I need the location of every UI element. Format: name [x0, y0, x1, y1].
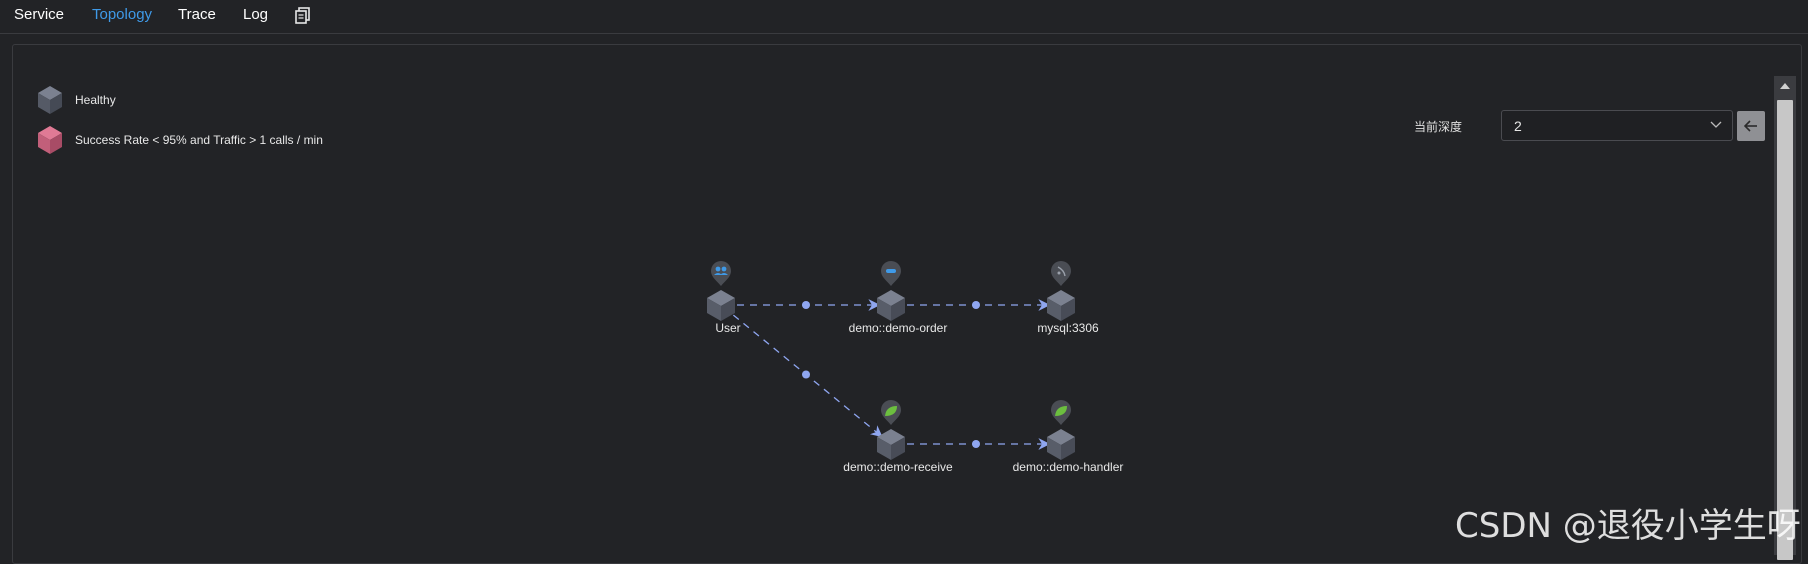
- node-handler[interactable]: [1047, 400, 1075, 460]
- legend-label-healthy: Healthy: [75, 93, 116, 107]
- depth-value: 2: [1514, 118, 1522, 134]
- spring-leaf-icon: [881, 400, 901, 425]
- node-label-mysql: mysql:3306: [1037, 321, 1099, 335]
- legend-label-unhealthy: Success Rate < 95% and Traffic > 1 calls…: [75, 133, 323, 147]
- edge-midpoint[interactable]: [802, 301, 810, 309]
- cube-node-icon: [707, 290, 735, 321]
- depth-label: 当前深度: [1414, 120, 1463, 134]
- node-order[interactable]: [877, 261, 905, 321]
- arrow-left-icon: [1744, 120, 1757, 132]
- cube-node-icon: [877, 429, 905, 460]
- top-nav: Service Topology Trace Log: [0, 0, 1808, 34]
- edge-order-mysql[interactable]: [907, 299, 1051, 311]
- service-icon: [881, 261, 901, 286]
- edge-receive-handler[interactable]: [907, 438, 1051, 450]
- chevron-down-icon: [1710, 121, 1722, 128]
- copy-icon[interactable]: [294, 6, 312, 24]
- edge-user-order[interactable]: [737, 299, 881, 311]
- watermark: CSDN @退役小学生呀: [1455, 506, 1801, 546]
- node-label-receive: demo::demo-receive: [843, 460, 953, 474]
- node-label-user: User: [715, 321, 741, 335]
- edge-midpoint[interactable]: [802, 370, 810, 379]
- node-mysql[interactable]: [1047, 261, 1075, 321]
- caret-up-icon: [1780, 83, 1790, 89]
- spring-leaf-icon: [1051, 400, 1071, 425]
- scroll-thumb[interactable]: [1777, 100, 1793, 560]
- edge-midpoint[interactable]: [972, 440, 980, 448]
- scroll-up-button[interactable]: [1774, 76, 1796, 98]
- node-user[interactable]: [707, 261, 735, 321]
- cube-node-icon: [877, 290, 905, 321]
- edge-midpoint[interactable]: [972, 301, 980, 309]
- depth-select[interactable]: 2: [1501, 110, 1733, 141]
- tab-topology[interactable]: Topology: [92, 6, 153, 23]
- users-icon: [711, 261, 731, 286]
- tab-trace[interactable]: Trace: [178, 6, 216, 23]
- database-icon: [1051, 261, 1071, 286]
- back-button[interactable]: [1737, 111, 1765, 141]
- edge-user-receive[interactable]: [732, 314, 883, 438]
- cube-unhealthy-icon: [38, 126, 62, 154]
- cube-node-icon: [1047, 429, 1075, 460]
- node-label-handler: demo::demo-handler: [1012, 460, 1124, 474]
- node-label-order: demo::demo-order: [848, 321, 948, 335]
- tab-service[interactable]: Service: [14, 6, 65, 23]
- tab-log[interactable]: Log: [243, 6, 269, 23]
- node-receive[interactable]: [877, 400, 905, 460]
- cube-node-icon: [1047, 290, 1075, 321]
- vertical-scrollbar[interactable]: [1774, 76, 1796, 560]
- cube-healthy-icon: [38, 86, 62, 114]
